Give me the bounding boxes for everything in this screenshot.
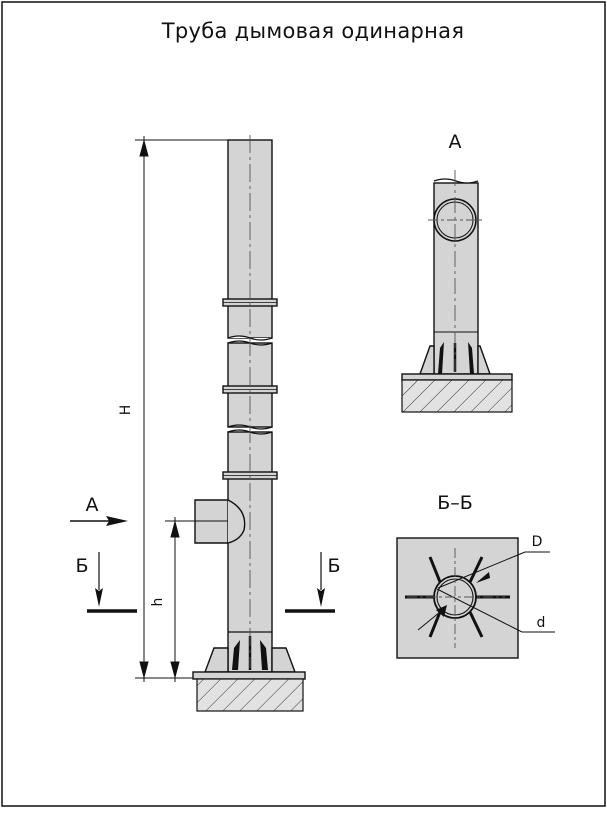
base-rib bbox=[260, 640, 268, 670]
dim-D-label: D bbox=[532, 534, 543, 550]
inlet-branch-curve bbox=[227, 499, 246, 544]
view-a-arrow-label: А bbox=[86, 494, 99, 516]
dimension-H bbox=[135, 136, 228, 682]
section-b-right-label: Б bbox=[327, 555, 340, 577]
dim-d-label: d bbox=[537, 615, 546, 631]
base-rib bbox=[232, 640, 240, 670]
main-elevation bbox=[192, 135, 306, 712]
section-b bbox=[396, 537, 555, 659]
view-a-foundation bbox=[401, 379, 513, 413]
foundation bbox=[196, 678, 304, 712]
view-a-arrow bbox=[70, 516, 128, 526]
drawing-title: Труба дымовая одинарная bbox=[161, 19, 465, 43]
dim-h-label: h bbox=[150, 598, 166, 607]
dim-H-label: H bbox=[118, 405, 134, 416]
view-a-base-plate bbox=[401, 373, 513, 381]
base-gusset-left bbox=[203, 647, 229, 673]
base-plate bbox=[192, 671, 306, 680]
dimension-h bbox=[165, 517, 228, 682]
base-gusset-right bbox=[271, 647, 297, 673]
view-a bbox=[401, 170, 513, 413]
section-b-marker-left bbox=[87, 552, 137, 613]
view-a-title: А bbox=[449, 131, 462, 153]
section-b-marker-right bbox=[285, 552, 335, 613]
section-b-left-label: Б bbox=[75, 555, 88, 577]
section-b-title: Б–Б bbox=[437, 492, 473, 514]
